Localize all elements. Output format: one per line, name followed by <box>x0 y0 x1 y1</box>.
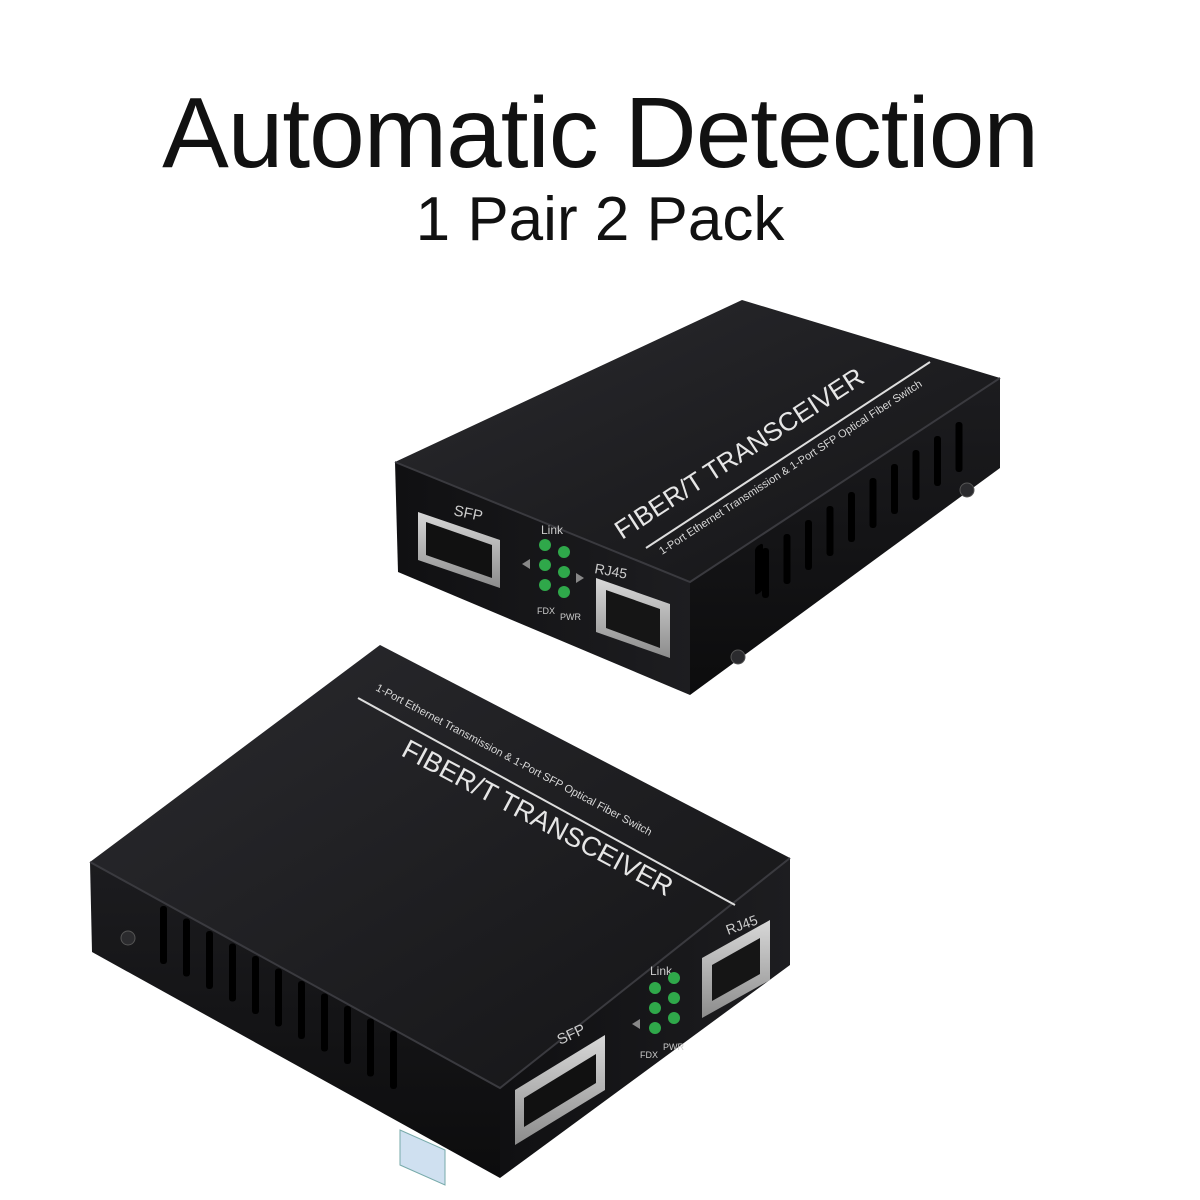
device-2-fdx-label: FDX <box>640 1050 658 1060</box>
device-2-screw <box>120 930 136 946</box>
device-1-vent-slot <box>762 548 769 598</box>
device-1-vent-slot <box>826 506 834 556</box>
device-1-vent-slot <box>934 436 941 486</box>
device-2-leds <box>649 972 680 1034</box>
device-1-vent-slot <box>912 450 920 500</box>
device-2-vent-slot <box>344 1006 351 1064</box>
device-2-vent-slot <box>252 956 259 1014</box>
device-1-leds <box>539 539 570 598</box>
device-2-vent-slot <box>367 1018 374 1077</box>
device-2-vent-slot <box>298 981 305 1039</box>
device-1-pwr-label: PWR <box>560 612 581 622</box>
device-2-pwr-label: PWR <box>663 1042 684 1052</box>
device-2-vent-slot <box>229 943 236 1002</box>
device-1-side-face <box>690 378 1000 695</box>
device-2-vent-slot <box>275 968 282 1027</box>
device-2-sticker <box>399 1129 446 1186</box>
device-1-fdx-label: FDX <box>537 606 555 616</box>
device-2-vent-slot <box>206 931 213 989</box>
device-1-vents <box>755 543 763 595</box>
device-1-vent-slot <box>955 422 963 472</box>
device-2-link-label: Link <box>650 964 673 978</box>
device-1-vent-slot <box>783 534 791 584</box>
device-1-sfp-label: SFP <box>452 502 484 525</box>
device-2-side-face <box>90 862 500 1178</box>
headline-title: Automatic Detection <box>162 77 1039 189</box>
device-1-top-face <box>395 300 1000 582</box>
device-1-vent-slot <box>869 478 877 528</box>
device-2-vent-slots <box>160 906 397 1089</box>
device-2-vent-slot <box>183 918 190 977</box>
device-1-vent-slot <box>805 520 812 570</box>
device-1-screw <box>959 482 975 498</box>
device-1-vent-slots <box>762 422 963 598</box>
device-1-vent-slot <box>848 492 855 542</box>
device-1-screw-2 <box>730 649 746 665</box>
transceiver-device-2: FIBER/T TRANSCEIVER 1-Port Ethernet Tran… <box>89 645 791 1186</box>
device-1-rj45-label: RJ45 <box>593 560 628 581</box>
device-1-link-label: Link <box>541 523 564 537</box>
transceiver-device-1: FIBER/T TRANSCEIVER 1-Port Ethernet Tran… <box>394 300 1001 695</box>
headline-subtitle: 1 Pair 2 Pack <box>415 185 785 254</box>
device-2-vent-slot <box>321 993 328 1052</box>
device-2-top-face <box>90 645 790 1088</box>
device-2-vent-slot <box>160 906 167 964</box>
device-2-vent-slot <box>390 1031 397 1089</box>
device-1-vent-slot <box>891 464 898 514</box>
